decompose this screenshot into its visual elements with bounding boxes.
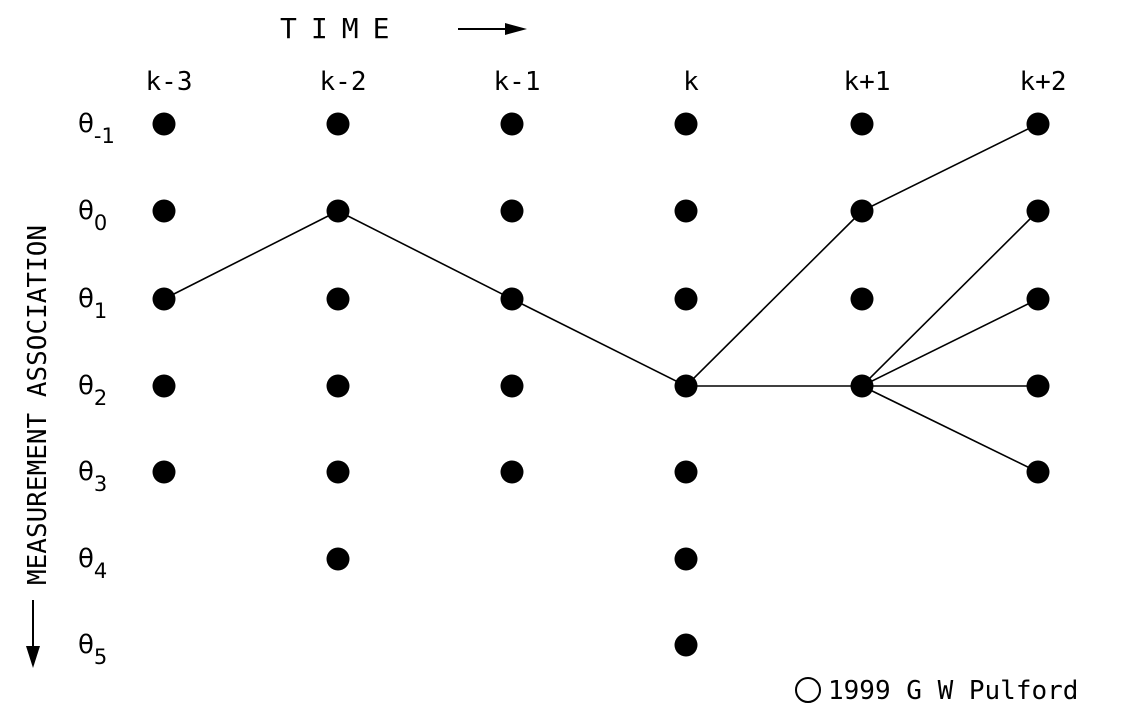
association-node: [850, 199, 874, 223]
association-node: [326, 112, 350, 136]
association-node: [500, 112, 524, 136]
association-node: [1026, 287, 1050, 311]
theta-subscript: 2: [94, 386, 107, 410]
association-node: [1026, 374, 1050, 398]
theta-label: θ4: [78, 544, 107, 583]
copyright-text: 1999 G W Pulford: [828, 676, 1078, 706]
theta-symbol: θ: [78, 544, 94, 574]
association-node: [674, 287, 698, 311]
association-path-segment: [861, 210, 1039, 387]
copyright-icon: [795, 677, 821, 703]
theta-symbol: θ: [78, 196, 94, 226]
time-label-k: k: [683, 67, 699, 97]
association-node: [152, 287, 176, 311]
association-node: [326, 199, 350, 223]
theta-symbol: θ: [78, 371, 94, 401]
time-column-labels: k-3 k-2 k-1 k k+1 k+2: [146, 67, 1067, 97]
association-path-segment: [163, 210, 339, 300]
theta-subscript: 0: [94, 211, 107, 235]
time-arrow-icon: [458, 23, 527, 35]
theta-symbol: θ: [78, 109, 94, 139]
association-node: [674, 374, 698, 398]
association-node: [1026, 199, 1050, 223]
theta-subscript: 1: [94, 299, 107, 323]
theta-subscript: 5: [94, 645, 107, 669]
association-node: [674, 460, 698, 484]
association-node: [152, 374, 176, 398]
association-path-segment: [861, 298, 1039, 387]
association-node: [674, 633, 698, 657]
association-node: [500, 374, 524, 398]
association-node: [326, 547, 350, 571]
theta-label: θ1: [78, 284, 107, 323]
association-node: [326, 460, 350, 484]
time-label-kplus1: k+1: [844, 67, 891, 97]
association-node: [326, 374, 350, 398]
time-label-kplus2: k+2: [1020, 67, 1067, 97]
association-path-segment: [861, 385, 1039, 473]
association-paths: [163, 123, 1039, 473]
theta-symbol: θ: [78, 284, 94, 314]
association-node: [674, 112, 698, 136]
association-axis-label: MEASUREMENT ASSOCIATION: [23, 225, 53, 585]
association-path-segment: [337, 210, 513, 300]
time-axis-label: TIME: [280, 12, 403, 45]
association-node: [850, 374, 874, 398]
theta-symbol: θ: [78, 457, 94, 487]
association-node: [500, 460, 524, 484]
theta-subscript: -1: [94, 124, 115, 148]
theta-symbol: θ: [78, 630, 94, 660]
association-path-segment: [861, 123, 1039, 212]
association-node: [1026, 460, 1050, 484]
theta-subscript: 4: [94, 559, 107, 583]
association-node: [152, 199, 176, 223]
down-arrow-icon: [26, 600, 40, 668]
time-label-kminus2: k-2: [320, 67, 367, 97]
association-node: [152, 112, 176, 136]
theta-label: θ0: [78, 196, 107, 235]
theta-label: θ2: [78, 371, 107, 410]
association-node: [326, 287, 350, 311]
association-node: [1026, 112, 1050, 136]
theta-label: θ3: [78, 457, 107, 496]
association-node: [500, 287, 524, 311]
theta-label: θ5: [78, 630, 107, 669]
association-node: [850, 112, 874, 136]
association-path-segment: [511, 298, 687, 387]
theta-subscript: 3: [94, 472, 107, 496]
time-label-kminus3: k-3: [146, 67, 193, 97]
time-label-kminus1: k-1: [494, 67, 541, 97]
copyright-notice: © 1999 G W Pulford: [795, 676, 1078, 706]
association-nodes: [152, 112, 1050, 657]
association-node: [674, 199, 698, 223]
association-node: [850, 287, 874, 311]
association-path-segment: [685, 210, 863, 387]
theta-label: θ-1: [78, 109, 115, 148]
association-node: [152, 460, 176, 484]
association-node: [500, 199, 524, 223]
association-node: [674, 547, 698, 571]
